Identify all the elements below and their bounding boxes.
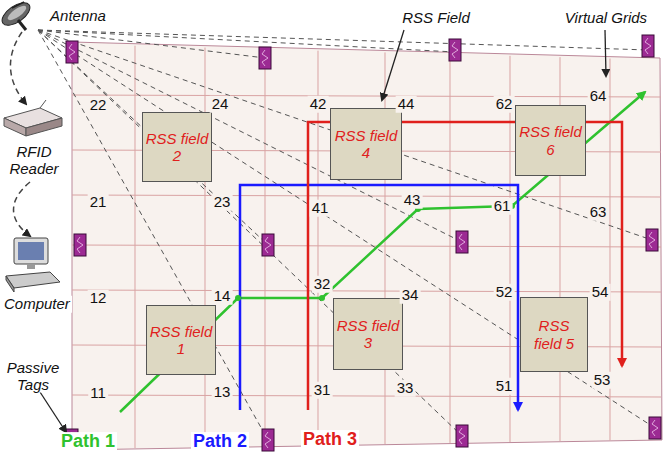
- path-1-points: [235, 203, 515, 301]
- field-label: RSS field 4: [331, 125, 401, 164]
- field-label: RSS field 6: [516, 121, 585, 160]
- field-callout: [382, 30, 404, 100]
- rss-field-box: RSS field 2: [142, 112, 212, 182]
- grid-number: 32: [312, 276, 333, 293]
- grid-number: 42: [308, 96, 329, 113]
- rss-field-box: RSS field 4: [330, 108, 402, 180]
- field-label: RSS field 5: [521, 315, 587, 354]
- grid-callout: [605, 30, 606, 76]
- device-label: Computer: [2, 296, 72, 313]
- field-label: RSS field 1: [147, 321, 215, 360]
- antenna-label: Antenna: [48, 8, 108, 25]
- grid-number: 11: [88, 385, 108, 402]
- rss-field-box: RSS field 5: [520, 297, 588, 372]
- computer-icon: [6, 238, 60, 292]
- grid-number: 23: [212, 194, 233, 211]
- rss-field-box: RSS field 6: [515, 105, 586, 176]
- path-label: Path 2: [191, 432, 249, 452]
- grid-number: 53: [592, 372, 613, 389]
- antenna-rays: [38, 30, 655, 440]
- path-label: Path 3: [301, 430, 359, 450]
- grid-number: 51: [494, 378, 515, 395]
- device-label: RFID Reader: [3, 144, 65, 177]
- grid-number: 33: [395, 380, 416, 397]
- grid-number: 24: [210, 96, 231, 113]
- rss-field-box: RSS field 3: [333, 298, 403, 370]
- grid-number: 13: [212, 384, 233, 401]
- grid-number: 21: [88, 194, 109, 211]
- path-1-line: [120, 92, 645, 412]
- area-ground: [72, 42, 662, 450]
- grid-number: 14: [212, 288, 233, 305]
- tags-callout: [40, 392, 66, 432]
- grid-number: 31: [312, 382, 333, 399]
- grid-number: 52: [494, 284, 515, 301]
- rss-field-box: RSS field 1: [146, 305, 216, 375]
- grid-number: 44: [396, 96, 417, 113]
- grid-number: 62: [494, 96, 515, 113]
- field-label: RSS field 2: [143, 128, 211, 167]
- callout-label: Passive Tags: [2, 360, 64, 393]
- grid-number: 54: [590, 284, 611, 301]
- grid-number: 43: [402, 192, 423, 209]
- grid-number: 34: [400, 287, 421, 304]
- virtual-grid: [72, 46, 661, 448]
- grid-number: 64: [588, 88, 609, 105]
- reader-icon: [4, 100, 62, 136]
- grid-number: 61: [492, 198, 513, 215]
- path-label: Path 1: [59, 432, 117, 452]
- antenna-icon: [0, 0, 34, 30]
- path-2-line: [240, 185, 518, 410]
- callout-label: Virtual Grids: [563, 10, 649, 27]
- antenna-cable: [10, 32, 26, 104]
- reader-cable: [14, 182, 31, 236]
- field-label: RSS field 3: [334, 315, 402, 354]
- grid-number: 63: [588, 204, 609, 221]
- grid-number: 41: [310, 200, 331, 217]
- grid-number: 22: [88, 97, 109, 114]
- grid-number: 12: [88, 290, 109, 307]
- callout-label: RSS Field: [400, 10, 472, 27]
- passive-tags: [66, 35, 661, 451]
